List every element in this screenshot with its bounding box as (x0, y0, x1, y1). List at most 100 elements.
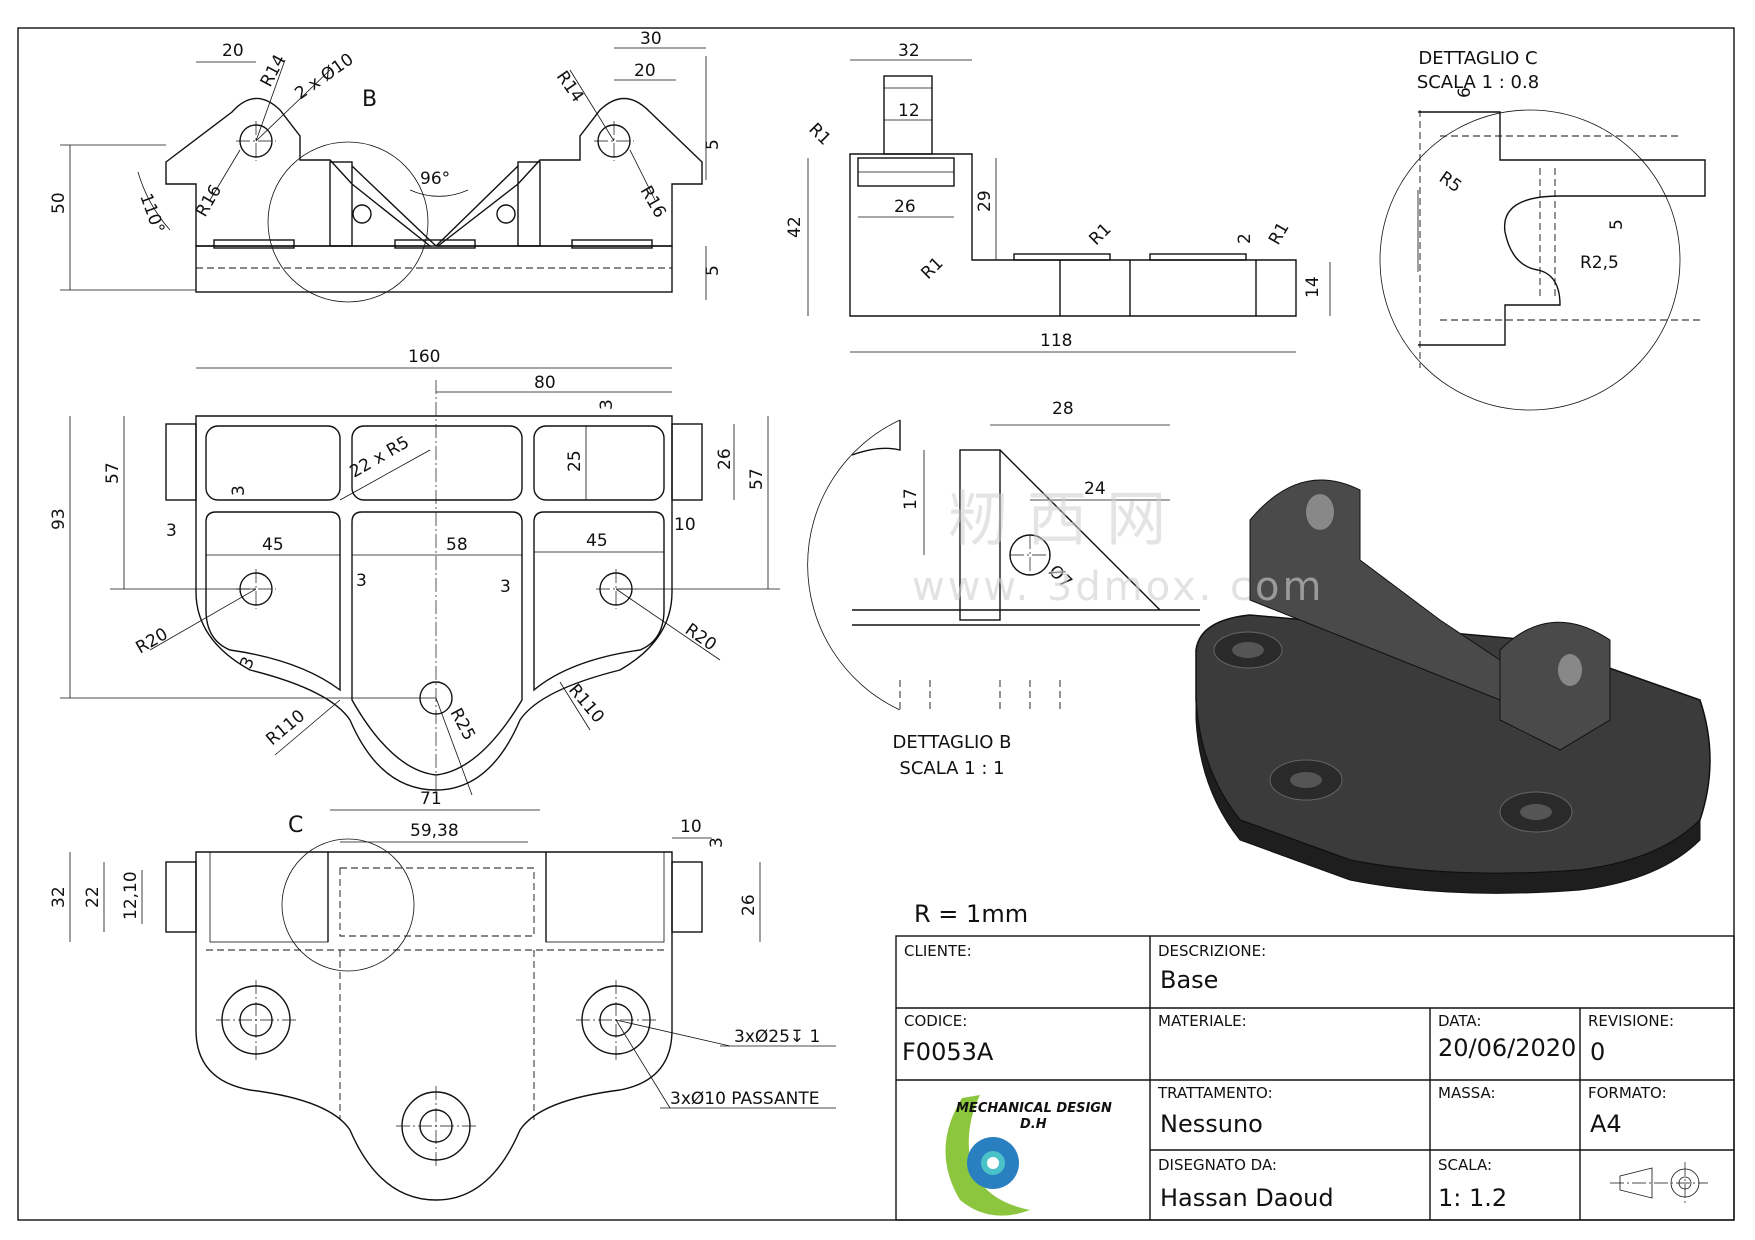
dim-side-10: 14 (1303, 276, 1323, 298)
dim-top-7: 57 (747, 468, 767, 490)
dim-top-9: 3 (229, 485, 249, 496)
dim-top-20: R110 (262, 706, 309, 750)
dim-top-0: 160 (408, 347, 440, 367)
tb-formato-value: A4 (1590, 1110, 1622, 1138)
tb-disegnato-value: Hassan Daoud (1160, 1184, 1334, 1212)
tb-trattamento-value: Nessuno (1160, 1110, 1263, 1138)
dim-top-11: 45 (262, 535, 284, 555)
tb-disegnato-label: DISEGNATO DA: (1158, 1156, 1277, 1174)
dim-bottom-0: 71 (420, 789, 442, 809)
dim-front-2: 2 x Ø10 (291, 49, 357, 104)
dim-top-8: 22 x R5 (347, 432, 413, 482)
tb-descrizione-label: DESCRIZIONE: (1158, 942, 1266, 960)
tb-cliente-label: CLIENTE: (904, 942, 972, 960)
dim-side-1: 12 (898, 101, 920, 121)
side-view (807, 59, 1331, 353)
detail-b-view (807, 419, 1200, 711)
tb-scala-value: 1: 1.2 (1438, 1184, 1507, 1212)
dim-bottom-3: 3 (707, 837, 727, 848)
dim-side-6: R1 (917, 253, 947, 283)
tb-codice-label: CODICE: (904, 1012, 967, 1030)
dim-top-14: 10 (674, 515, 696, 535)
detail-c-title: DETTAGLIO C (1418, 48, 1537, 69)
dim-front-10: R16 (192, 182, 226, 221)
through-hole-note: 3xØ10 PASSANTE (670, 1089, 819, 1109)
dim-bottom-5: 22 (83, 886, 103, 908)
dim-top-18: R20 (681, 620, 720, 656)
dim-detailb-0: 28 (1052, 399, 1074, 419)
dim-front-8: 110° (135, 191, 168, 236)
dim-bottom-6: 12,10 (121, 871, 141, 920)
dim-front-7: 50 (49, 192, 69, 214)
dim-top-12: 58 (446, 535, 468, 555)
sheet-border (17, 27, 1735, 1221)
dim-side-3: 42 (785, 216, 805, 238)
front-view (60, 47, 707, 303)
counterbore-hole-note: 3xØ25↧ 1 (734, 1027, 820, 1047)
dim-front-12: 5 (703, 265, 723, 276)
dim-top-4: 57 (103, 462, 123, 484)
detail-c-view (1379, 109, 1706, 411)
title-block-grid (895, 935, 1735, 1221)
tb-trattamento-label: TRATTAMENTO: (1157, 1084, 1273, 1102)
dim-side-0: 32 (898, 41, 920, 61)
tb-revisione-value: 0 (1590, 1038, 1605, 1066)
dim-detailc-2: 5 (1607, 219, 1627, 230)
logo-line2: D.H (1020, 1117, 1047, 1132)
tb-formato-label: FORMATO: (1588, 1084, 1667, 1102)
detail-c-scale: SCALA 1 : 0.8 (1417, 72, 1539, 93)
dim-side-7: R1 (1085, 219, 1115, 249)
dim-top-2: 3 (597, 399, 617, 410)
dim-bottom-2: 10 (680, 817, 702, 837)
dim-top-3: 93 (49, 508, 69, 530)
bottom-view (69, 809, 836, 1201)
isometric-3d-view (1195, 479, 1711, 894)
radius-note: R = 1mm (914, 900, 1028, 928)
tb-materiale-label: MATERIALE: (1158, 1012, 1247, 1030)
watermark-url: www. 3dmox. com (912, 564, 1324, 610)
dim-detailc-3: R2,5 (1580, 253, 1619, 273)
dim-detailb-1: 24 (1084, 479, 1106, 499)
dim-side-5: 26 (894, 197, 916, 217)
dim-side-9: R1 (1265, 219, 1294, 249)
dim-top-5: 25 (565, 450, 585, 472)
dim-bottom-4: 32 (49, 886, 69, 908)
dim-front-5: R14 (552, 67, 588, 106)
logo-line1: MECHANICAL DESIGN (956, 1101, 1112, 1116)
dim-top-16: 3 (500, 577, 511, 597)
tb-descrizione-value: Base (1160, 966, 1218, 994)
dim-front-11: R16 (636, 183, 670, 222)
tb-data-value: 20/06/2020 (1438, 1034, 1576, 1062)
dim-top-6: 26 (715, 448, 735, 470)
company-logo (945, 1095, 1030, 1216)
dim-front-3: 30 (640, 29, 662, 49)
dim-bottom-7: 26 (739, 894, 759, 916)
dim-side-11: 118 (1040, 331, 1072, 351)
detail-c-callout: C (288, 813, 303, 838)
detail-b-title: DETTAGLIO B (892, 732, 1011, 753)
dim-top-10: 3 (166, 521, 177, 541)
top-view (60, 367, 780, 796)
tb-codice-value: F0053A (902, 1038, 994, 1066)
dim-front-6: 5 (703, 139, 723, 150)
detail-b-scale: SCALA 1 : 1 (899, 758, 1004, 779)
dim-front-9: 96° (420, 169, 450, 189)
dim-side-4: 29 (975, 190, 995, 212)
dim-side-8: 2 (1235, 233, 1255, 244)
dim-detailc-1: R5 (1435, 168, 1465, 197)
dim-front-4: 20 (634, 61, 656, 81)
dim-bottom-1: 59,38 (410, 821, 459, 841)
tb-revisione-label: REVISIONE: (1588, 1012, 1674, 1030)
dim-top-15: 3 (356, 571, 367, 591)
dim-side-2: R1 (804, 119, 834, 149)
tb-scala-label: SCALA: (1438, 1156, 1492, 1174)
watermark-cn: 籾 西 网 (948, 485, 1166, 555)
dim-front-1: R14 (257, 51, 290, 90)
dim-top-13: 45 (586, 531, 608, 551)
dim-detailc-0: 6 (1455, 87, 1475, 98)
tb-massa-label: MASSA: (1438, 1084, 1496, 1102)
dim-top-1: 80 (534, 373, 556, 393)
tb-data-label: DATA: (1438, 1012, 1481, 1030)
dim-top-21: R110 (564, 680, 608, 727)
